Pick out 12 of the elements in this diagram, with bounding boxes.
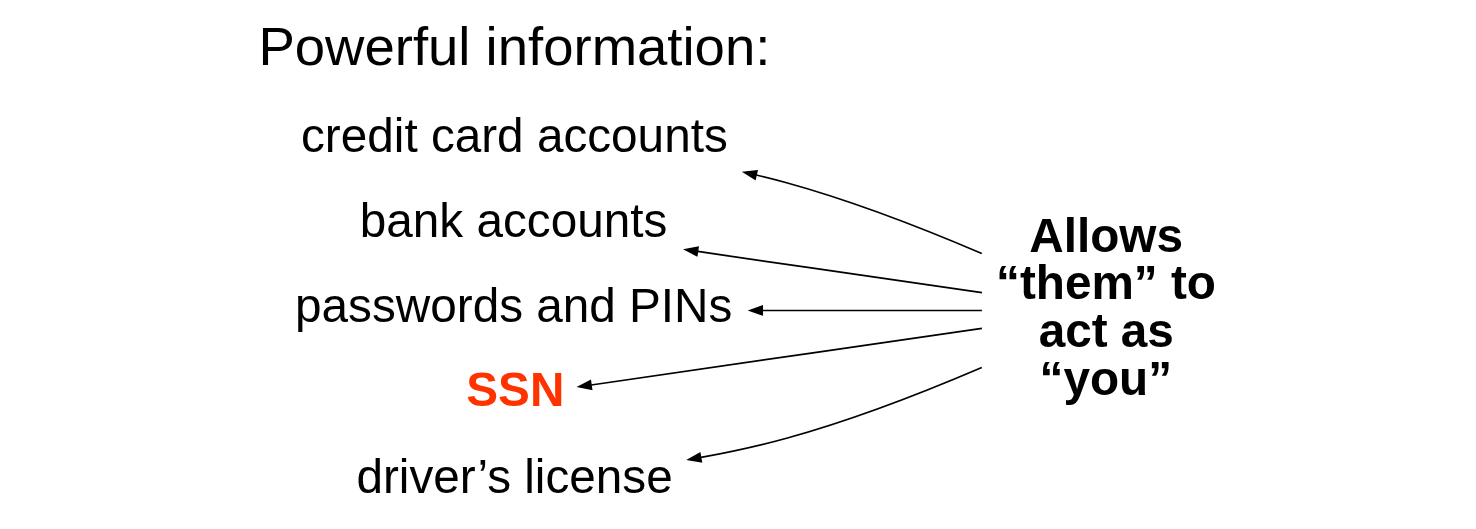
arrow	[683, 246, 983, 294]
arrow	[747, 305, 983, 316]
node-text: SSN	[466, 362, 565, 416]
node-text: passwords and PINs	[295, 279, 733, 333]
arrow	[686, 366, 983, 463]
node-text: driver’s license	[356, 449, 673, 503]
label: Powerful information:	[258, 16, 771, 78]
node-text: Allows “them” to act as “you”	[996, 208, 1216, 405]
node-text: bank accounts	[359, 194, 668, 248]
arrow	[741, 169, 983, 255]
node-text: credit card accounts	[301, 108, 728, 162]
arrow	[576, 327, 983, 391]
